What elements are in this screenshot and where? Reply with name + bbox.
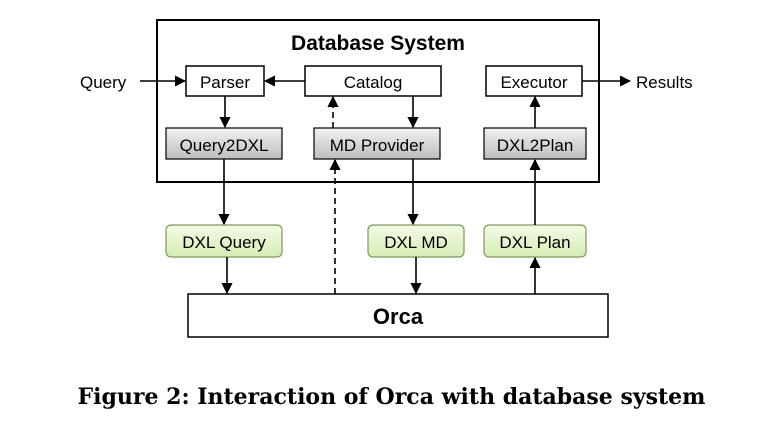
dxl-md-label: DXL MD	[384, 233, 448, 252]
query2dxl-node: Query2DXL	[165, 127, 283, 160]
query-input-label: Query	[80, 73, 127, 92]
dxl-plan-label: DXL Plan	[499, 233, 570, 252]
orca-label: Orca	[373, 304, 424, 329]
executor-node: Executor	[485, 65, 583, 97]
executor-label: Executor	[500, 73, 567, 92]
dxl-plan-node: DXL Plan	[483, 224, 587, 258]
results-output-label: Results	[636, 73, 693, 92]
catalog-label: Catalog	[344, 73, 403, 92]
dxl-query-node: DXL Query	[165, 224, 283, 258]
orca-node: Orca	[187, 293, 609, 338]
dxl2plan-node: DXL2Plan	[483, 127, 587, 160]
dxl-md-node: DXL MD	[367, 224, 465, 258]
parser-node: Parser	[185, 65, 265, 97]
architecture-diagram: Database System Parser Catalog Executor …	[80, 19, 693, 338]
md-provider-label: MD Provider	[330, 136, 425, 155]
catalog-node: Catalog	[304, 65, 442, 97]
md-provider-node: MD Provider	[313, 127, 441, 160]
figure-caption: Figure 2: Interaction of Orca with datab…	[77, 384, 706, 410]
database-system-title: Database System	[291, 32, 465, 55]
dxl2plan-label: DXL2Plan	[497, 136, 574, 155]
dxl-query-label: DXL Query	[182, 233, 266, 252]
parser-label: Parser	[200, 73, 250, 92]
query2dxl-label: Query2DXL	[180, 136, 269, 155]
connectors	[140, 75, 632, 295]
